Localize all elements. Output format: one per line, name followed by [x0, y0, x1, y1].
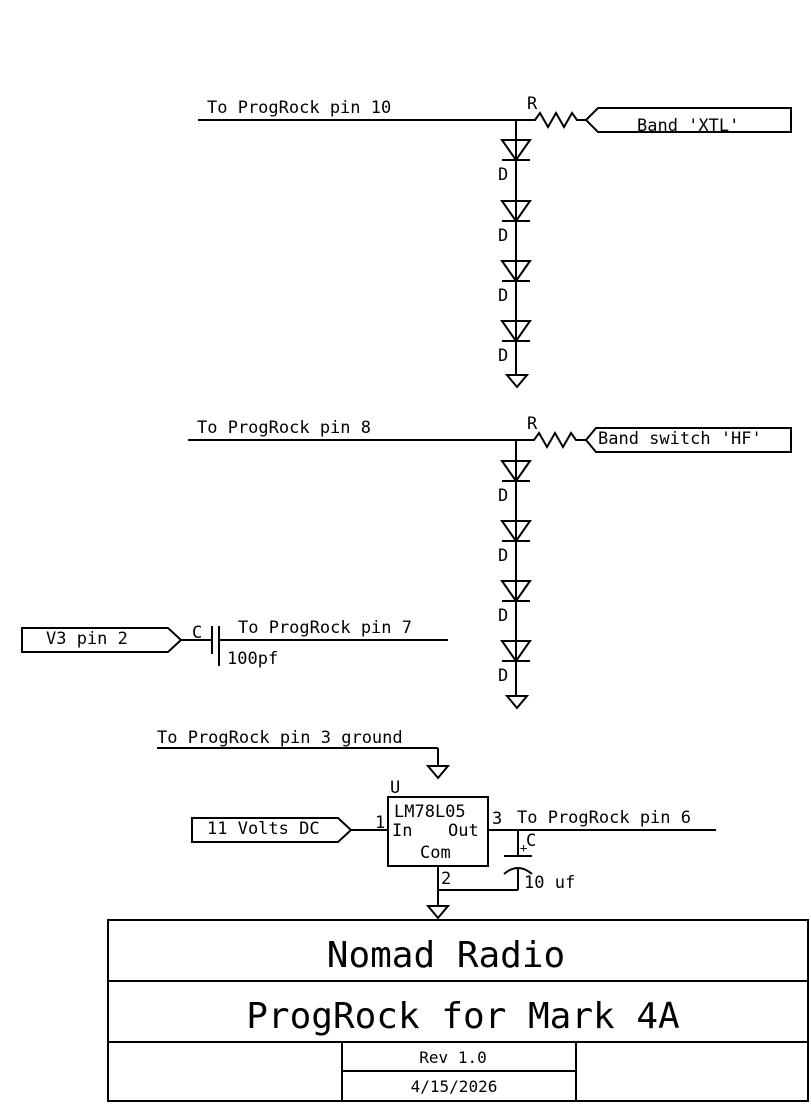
- v3-pin2-port: [21, 627, 183, 653]
- diode-3-label: D: [498, 606, 508, 626]
- drawing-title: ProgRock for Mark 4A: [246, 996, 680, 1037]
- diode-2: [500, 200, 532, 223]
- regulator-pin2-number: 2: [441, 869, 451, 889]
- band-xtl-port: [584, 107, 792, 133]
- diode-1-label: D: [498, 486, 508, 506]
- title-block: Nomad Radio ProgRock for Mark 4A Rev 1.0…: [107, 919, 809, 1102]
- output-cap-label: C: [526, 831, 536, 851]
- diode-1-label: D: [498, 165, 508, 185]
- title-block-frame: [107, 919, 809, 1102]
- diode-3: [500, 580, 532, 603]
- diode-2-label: D: [498, 546, 508, 566]
- resistor: [516, 430, 586, 450]
- input-port-11v-label: 11 Volts DC: [207, 819, 320, 839]
- diode-2-label: D: [498, 226, 508, 246]
- ground-symbol: [425, 765, 451, 780]
- diode-3-label: D: [498, 286, 508, 306]
- regulator-pin-out: Out: [448, 821, 479, 841]
- v3-pin2-port-label: V3 pin 2: [46, 629, 128, 649]
- regulator-part: LM78L05: [394, 802, 466, 822]
- output-cap-plus: +: [520, 841, 527, 855]
- regulator-pin-in: In: [392, 821, 412, 841]
- top-network: To ProgRock pin 10 R Band 'XTL' D D D D: [198, 94, 792, 389]
- regulator-pin3-number: 3: [492, 809, 502, 829]
- band-hf-port-label: Band switch 'HF': [598, 429, 762, 449]
- diode-1: [500, 460, 532, 483]
- company-name: Nomad Radio: [327, 935, 565, 976]
- net-label-pin7: To ProgRock pin 7: [238, 618, 412, 638]
- resistor-label: R: [527, 94, 538, 114]
- regulator-section: To ProgRock pin 3 ground U LM78L05 In Ou…: [157, 728, 716, 920]
- middle-network: To ProgRock pin 8 R Band switch 'HF' D D…: [188, 414, 792, 710]
- output-cap-value: 10 uf: [524, 873, 575, 893]
- drawing-date: 4/15/2026: [411, 1077, 498, 1096]
- diode-3: [500, 260, 532, 283]
- regulator-pin-com: Com: [420, 843, 451, 863]
- net-label-pin10: To ProgRock pin 10: [207, 98, 391, 118]
- diode-4-label: D: [498, 346, 508, 366]
- ground-symbol: [504, 374, 530, 389]
- diode-2: [500, 520, 532, 543]
- diode-4: [500, 320, 532, 343]
- revision: Rev 1.0: [419, 1048, 486, 1067]
- diode-4-label: D: [498, 666, 508, 686]
- coupling-cap-label: C: [192, 623, 202, 643]
- net-label-pin8: To ProgRock pin 8: [197, 418, 371, 438]
- ground-net-label: To ProgRock pin 3 ground: [157, 728, 403, 748]
- ground-symbol: [504, 695, 530, 710]
- output-net-label: To ProgRock pin 6: [517, 808, 691, 828]
- regulator-pin1-number: 1: [375, 813, 385, 833]
- diode-1: [500, 139, 532, 162]
- coupling-network: V3 pin 2 C 100pf To ProgRock pin 7: [21, 618, 448, 669]
- ground-symbol: [425, 905, 451, 920]
- diode-4: [500, 640, 532, 663]
- input-port-11v: [191, 817, 353, 843]
- resistor: [516, 110, 586, 130]
- regulator-ref: U: [390, 778, 400, 798]
- coupling-cap-value: 100pf: [227, 649, 278, 669]
- band-xtl-port-label: Band 'XTL': [637, 116, 739, 136]
- band-hf-port: [584, 427, 792, 453]
- resistor-label: R: [527, 414, 538, 434]
